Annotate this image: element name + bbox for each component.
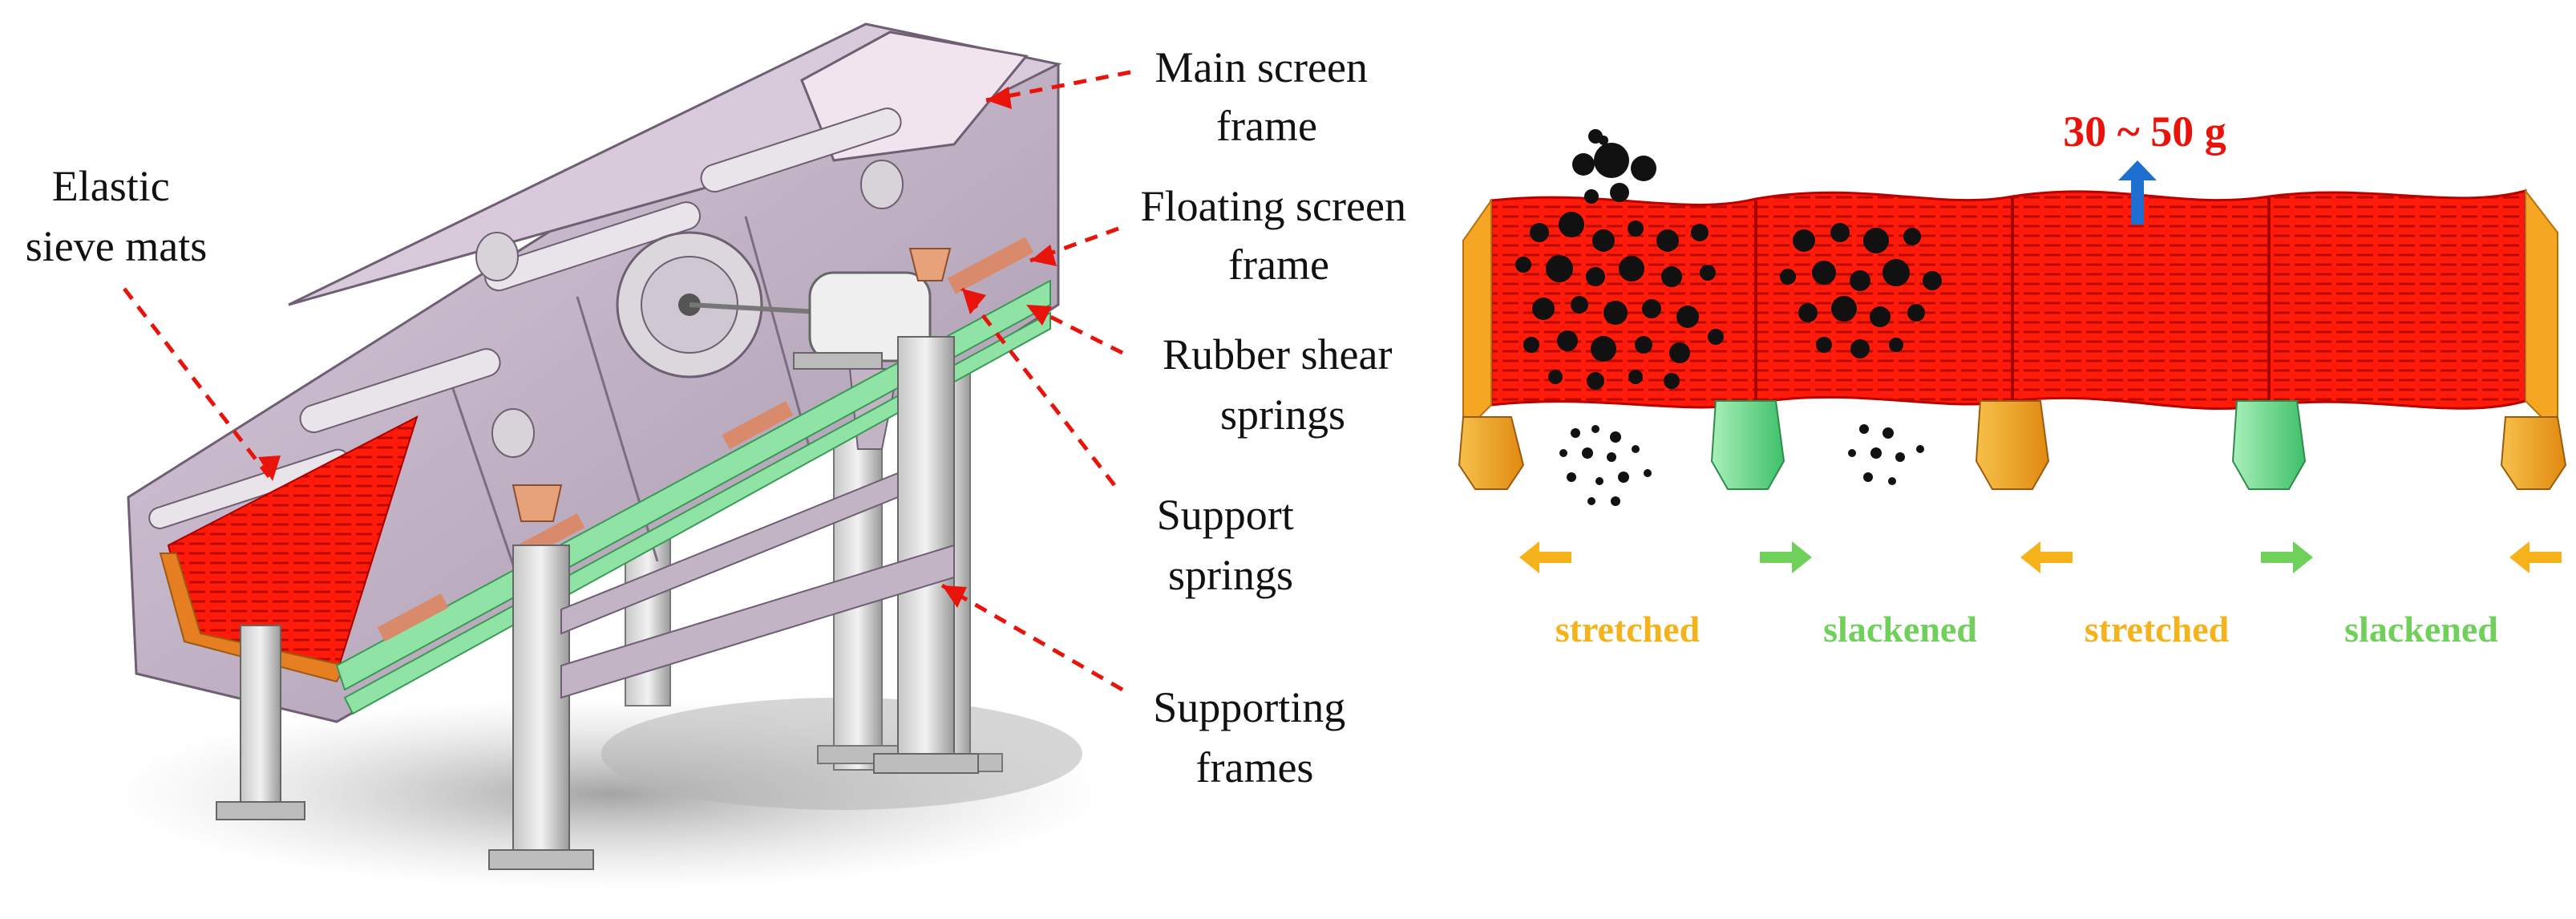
label-support-springs: Support springs xyxy=(1157,491,1305,599)
arrow-right-2 xyxy=(2261,541,2313,573)
spring-green-2 xyxy=(2231,400,2307,490)
cross-tubes xyxy=(148,107,904,529)
elastic-mat-band xyxy=(1490,189,2527,411)
arrow-left-1 xyxy=(1519,541,1571,573)
leader-arrowheads xyxy=(258,87,1057,608)
vibrating-screen-machine xyxy=(112,22,1106,890)
support-spring-front xyxy=(512,484,563,522)
state-label-4: slackened xyxy=(2344,609,2498,650)
particles-panel-2 xyxy=(1780,223,1942,358)
state-label-3: stretched xyxy=(2085,609,2230,650)
label-main-screen-frame: Main screen frame xyxy=(1155,43,1379,150)
acceleration-label: 30 ~ 50 g xyxy=(2063,107,2226,156)
state-label-2: slackened xyxy=(1823,609,1977,650)
fines-under-2 xyxy=(1848,424,1924,485)
state-label-1: stretched xyxy=(1555,609,1700,650)
particles-panel-1 xyxy=(1515,212,1724,390)
spring-orange-3 xyxy=(2500,416,2567,490)
support-spring-rear xyxy=(908,248,952,281)
spring-orange-2 xyxy=(1975,400,2050,490)
arrow-left-2 xyxy=(2020,541,2073,573)
mat-schematic: 30 ~ 50 g stretched slackened stretched … xyxy=(1458,107,2567,650)
spring-orange-1 xyxy=(1458,416,1525,490)
label-floating-screen-frame: Floating screen frame xyxy=(1141,182,1417,289)
motion-arrows xyxy=(1519,541,2562,573)
acceleration-arrow xyxy=(2118,160,2157,225)
label-supporting-frames: Supporting frames xyxy=(1153,683,1357,791)
arrow-right-1 xyxy=(1760,541,1812,573)
particles-airborne xyxy=(1572,129,1656,204)
supporting-frame-front xyxy=(216,336,979,870)
arrow-left-3 xyxy=(2509,541,2562,573)
fines-under-1 xyxy=(1559,425,1652,506)
spring-green-1 xyxy=(1710,400,1785,490)
label-elastic-sieve-mats: Elastic sieve mats xyxy=(26,162,207,270)
label-rubber-shear-springs: Rubber shear springs xyxy=(1163,330,1403,439)
